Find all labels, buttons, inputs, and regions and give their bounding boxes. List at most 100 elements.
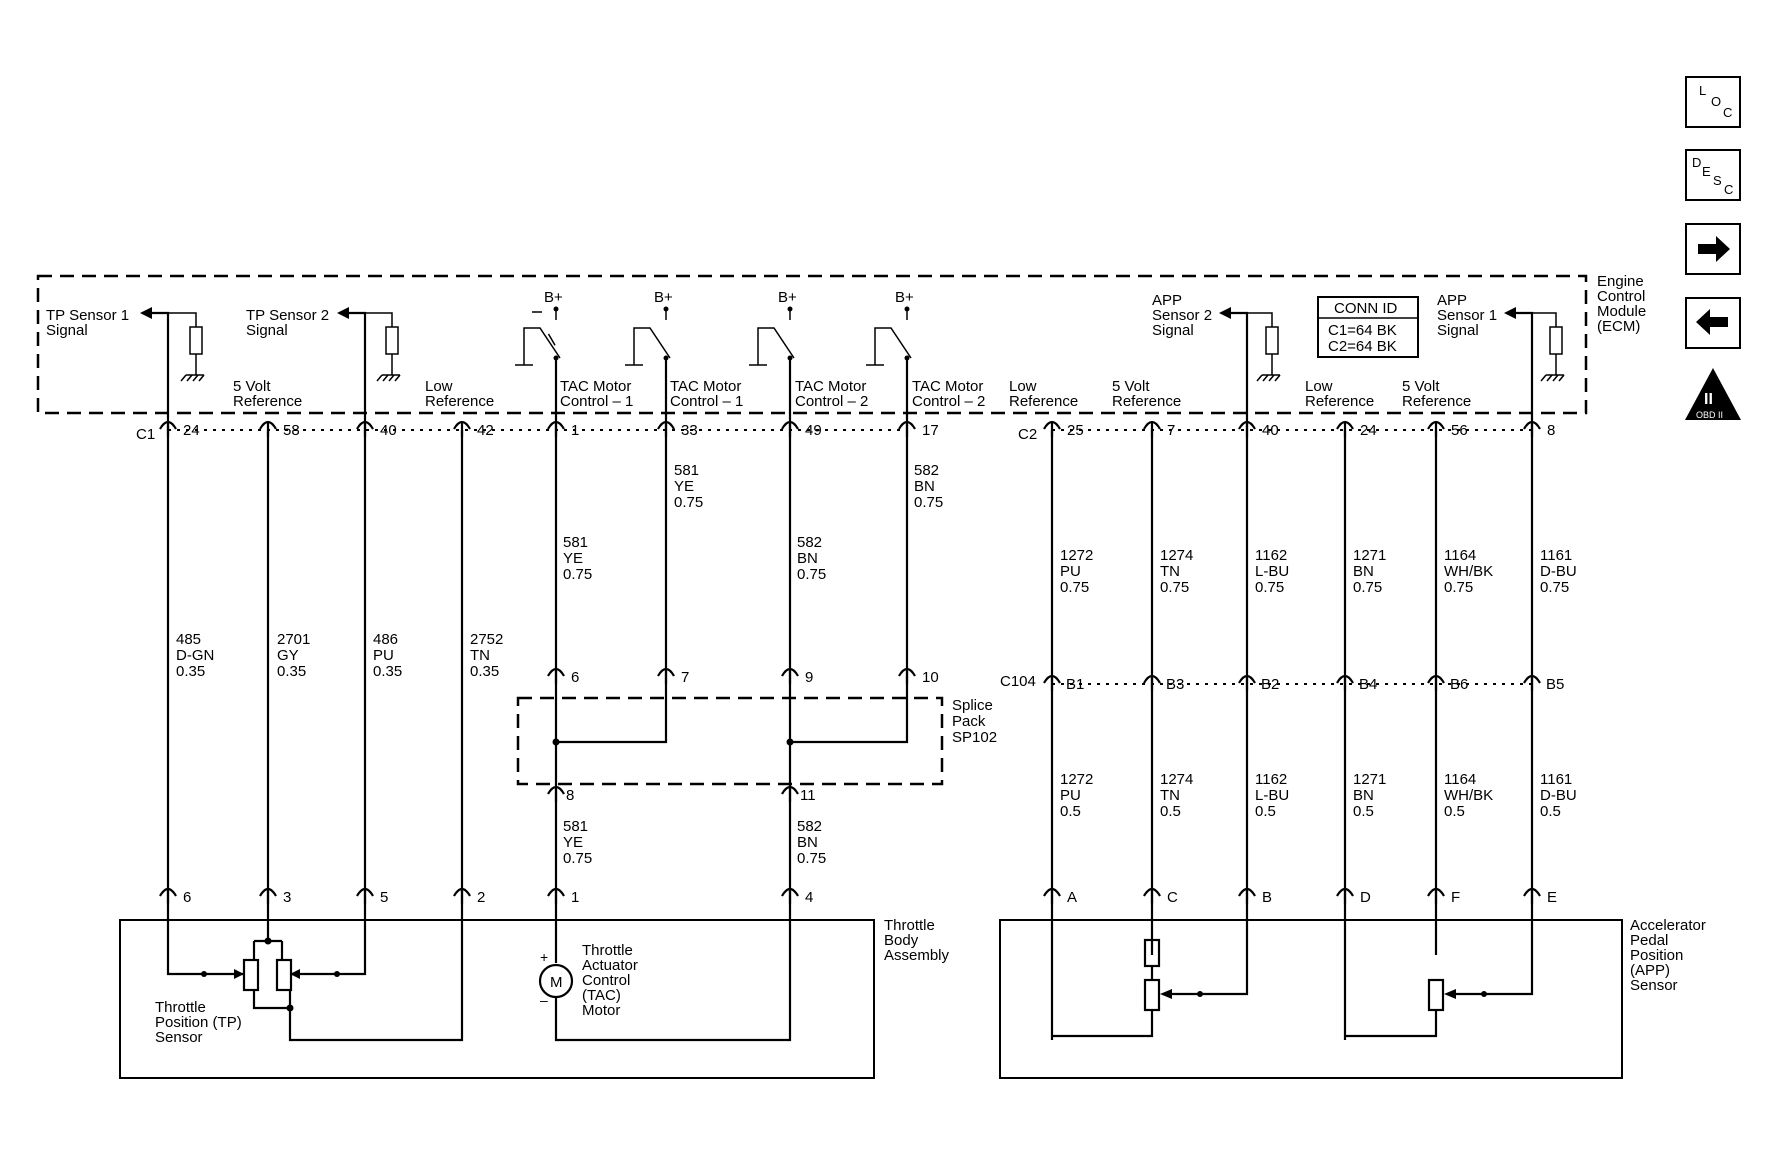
c1-pin-58: 58 (259, 420, 300, 439)
connector-c2-label: C2 (1018, 426, 1037, 443)
svg-text:0.75: 0.75 (1444, 579, 1473, 596)
svg-text:D-BU: D-BU (1540, 787, 1577, 804)
throttle-body-pin-6: 6 (159, 887, 191, 906)
prev-arrow-icon[interactable] (1685, 297, 1741, 349)
svg-text:WH/BK: WH/BK (1444, 563, 1493, 580)
svg-text:B2: B2 (1261, 676, 1279, 693)
svg-text:Signal: Signal (46, 322, 88, 339)
svg-text:8: 8 (566, 787, 574, 804)
svg-text:Reference: Reference (233, 393, 302, 410)
svg-text:II: II (1704, 391, 1713, 408)
svg-text:E: E (1702, 164, 1711, 179)
svg-text:5 Volt: 5 Volt (1402, 378, 1440, 395)
svg-text:Control – 1: Control – 1 (670, 393, 743, 410)
svg-text:GY: GY (277, 647, 299, 664)
svg-text:D: D (1692, 155, 1701, 170)
svg-text:Signal: Signal (1152, 322, 1194, 339)
svg-text:Sensor 2: Sensor 2 (1152, 307, 1212, 324)
svg-text:YE: YE (563, 550, 583, 567)
splice-top-pin-6: 6 (547, 667, 579, 686)
app-pin-D: D (1336, 887, 1371, 906)
svg-text:Pack: Pack (952, 713, 986, 730)
svg-text:PU: PU (1060, 787, 1081, 804)
svg-text:Reference: Reference (1112, 393, 1181, 410)
svg-text:7: 7 (681, 669, 689, 686)
svg-text:Position: Position (1630, 947, 1683, 964)
svg-text:1271: 1271 (1353, 771, 1386, 788)
svg-text:Actuator: Actuator (582, 957, 638, 974)
svg-text:Low: Low (1305, 378, 1333, 395)
svg-text:L-BU: L-BU (1255, 787, 1289, 804)
svg-text:40: 40 (1262, 422, 1279, 439)
svg-text:485: 485 (176, 631, 201, 648)
svg-text:4: 4 (805, 889, 813, 906)
svg-text:B4: B4 (1359, 676, 1377, 693)
svg-text:Low: Low (425, 378, 453, 395)
c2-pin-25: 25 (1043, 420, 1084, 439)
svg-text:0.5: 0.5 (1353, 803, 1374, 820)
svg-text:9: 9 (805, 669, 813, 686)
svg-text:1164: 1164 (1444, 547, 1476, 564)
svg-text:0.75: 0.75 (1540, 579, 1569, 596)
svg-text:42: 42 (477, 422, 494, 439)
svg-text:581: 581 (563, 534, 588, 551)
tp-sensor-label: Throttle Position (TP) Sensor (155, 999, 242, 1046)
next-arrow-icon[interactable] (1685, 223, 1741, 275)
svg-text:Signal: Signal (1437, 322, 1479, 339)
desc-button[interactable]: D E S C (1685, 149, 1741, 201)
svg-text:Position (TP): Position (TP) (155, 1014, 242, 1031)
loc-button[interactable]: L O C (1685, 76, 1741, 128)
svg-text:Sensor: Sensor (1630, 977, 1678, 994)
c2-pin-40: 40 (1238, 420, 1279, 439)
svg-text:2701: 2701 (277, 631, 310, 648)
svg-text:24: 24 (183, 422, 200, 439)
svg-text:YE: YE (674, 478, 694, 495)
svg-text:0.35: 0.35 (373, 663, 402, 680)
c1-pin-33: 33 (657, 420, 698, 439)
svg-text:1274: 1274 (1160, 771, 1193, 788)
tac-switch-2: B+ (625, 289, 673, 430)
svg-text:B6: B6 (1450, 676, 1468, 693)
svg-text:0.5: 0.5 (1444, 803, 1465, 820)
app-pin-F: F (1427, 887, 1460, 906)
app-sensor-label: Accelerator Pedal Position (APP) Sensor (1630, 917, 1706, 994)
svg-text:40: 40 (380, 422, 397, 439)
svg-text:Throttle: Throttle (582, 942, 633, 959)
svg-text:1162: 1162 (1255, 771, 1287, 788)
svg-text:Splice: Splice (952, 697, 993, 714)
svg-text:1164: 1164 (1444, 771, 1476, 788)
svg-text:49: 49 (805, 422, 822, 439)
throttle-body-pin-4: 4 (781, 887, 813, 906)
svg-text:TN: TN (470, 647, 490, 664)
svg-text:C: C (1723, 105, 1732, 120)
svg-text:0.75: 0.75 (1255, 579, 1284, 596)
svg-text:Motor: Motor (582, 1002, 620, 1019)
svg-text:17: 17 (922, 422, 939, 439)
svg-text:Accelerator: Accelerator (1630, 917, 1706, 934)
svg-text:0.75: 0.75 (1160, 579, 1189, 596)
throttle-body-pin-1: 1 (547, 887, 579, 906)
obd-ii-icon[interactable]: II OBD II (1685, 368, 1741, 420)
ecm-label: Engine Control Module (ECM) (1597, 273, 1646, 335)
tac-switch-1: B+ (515, 289, 563, 430)
svg-text:YE: YE (563, 834, 583, 851)
svg-text:1272: 1272 (1060, 547, 1093, 564)
svg-text:D-BU: D-BU (1540, 563, 1577, 580)
app-pin-E: E (1523, 887, 1557, 906)
svg-text:0.75: 0.75 (797, 850, 826, 867)
svg-text:56: 56 (1451, 422, 1468, 439)
c2-pin-7: 7 (1143, 420, 1175, 439)
svg-text:3: 3 (283, 889, 291, 906)
svg-text:0.75: 0.75 (674, 494, 703, 511)
